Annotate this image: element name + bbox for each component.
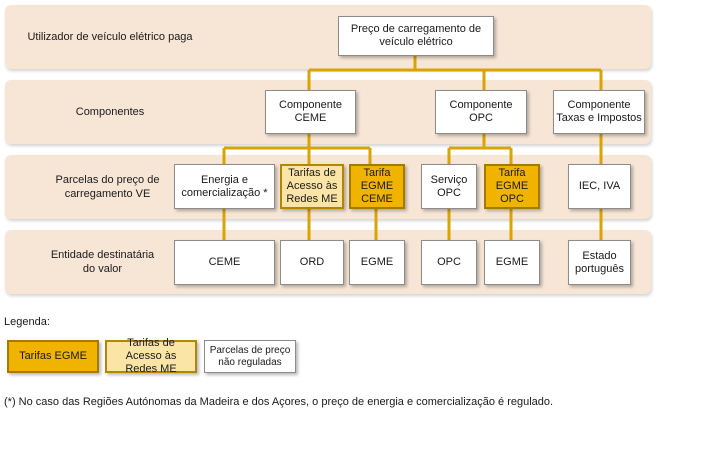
node-entidade-estado: Estado português [568,240,631,285]
node-entidade-ceme: CEME [174,240,275,285]
node-energia-comercializacao: Energia e comercialização * [174,164,275,209]
node-tarifa-egme-ceme: Tarifa EGME CEME [349,164,405,209]
footnote: (*) No caso das Regiões Autónomas da Mad… [4,396,554,408]
node-entidade-opc: OPC [421,240,477,285]
node-componente-taxas: Componente Taxas e Impostos [553,90,645,134]
row-label-entidade: Entidade destinatária do valor [50,249,155,275]
legend-tarifas-egme: Tarifas EGME [7,340,99,373]
node-servico-opc: Serviço OPC [421,164,477,209]
node-entidade-egme-ceme: EGME [349,240,405,285]
node-iec-iva: IEC, IVA [568,164,631,209]
row-label-parcelas: Parcelas do preço de carregamento VE [55,174,160,200]
node-componente-opc: Componente OPC [435,90,527,134]
legend-parcelas-nao-reguladas: Parcelas de preço não reguladas [204,340,296,373]
node-root: Preço de carregamento de veículo elétric… [338,16,494,56]
node-componente-ceme: Componente CEME [265,90,356,134]
row-label-componentes: Componentes [75,106,145,118]
legend-title: Legenda: [4,316,50,328]
node-entidade-egme-opc: EGME [484,240,540,285]
node-entidade-ord: ORD [280,240,344,285]
node-tarifa-egme-opc: Tarifa EGME OPC [484,164,540,209]
row-label-utilizador: Utilizador de veículo elétrico paga [27,31,193,43]
node-tarifas-acesso-redes: Tarifas de Acesso às Redes ME [280,164,344,209]
legend-tarifas-acesso: Tarifas de Acesso às Redes ME [105,337,197,375]
row-band-utilizador [5,5,651,69]
